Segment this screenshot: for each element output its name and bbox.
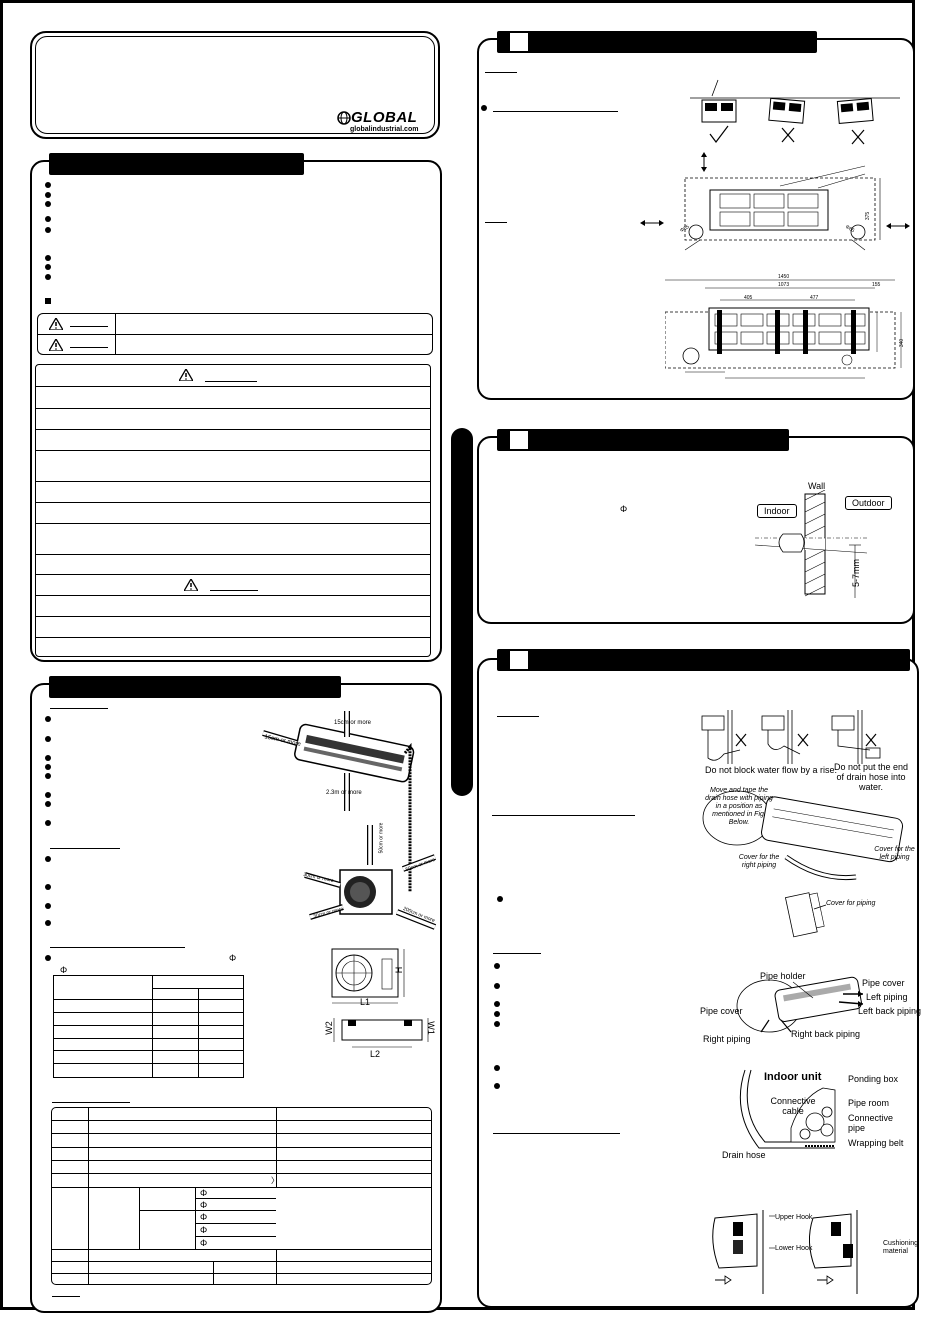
plate-dim-155: 155 [872, 282, 881, 288]
hook-diagram [712, 1210, 858, 1294]
mounting-plate-diagram-2 [665, 279, 902, 379]
phi-row-1: Φ [200, 1188, 208, 1198]
indoor-section-diagram [739, 1069, 836, 1149]
drain-tip-no-rise: Do not block water flow by a rise. [705, 765, 838, 775]
phi-row-3: Φ [200, 1212, 208, 1222]
outdoor-label: Outdoor [845, 496, 892, 510]
tape-drain-diagram [702, 790, 904, 938]
ponding-box-label: Ponding box [848, 1074, 899, 1084]
caution-triangle-icon [49, 339, 63, 351]
wall-hole-phi: Φ [620, 504, 628, 514]
outdoor-dim-h: H [393, 966, 404, 974]
logo-url: globalindustrial.com [350, 126, 419, 133]
warning-triangle-icon [49, 318, 63, 330]
outdoor-dim-w1: W1 [425, 1021, 436, 1035]
plate-dim-405: 405 [744, 295, 753, 301]
drain-hose-diagram [701, 710, 881, 764]
plate-dim-1073: 1073 [778, 282, 790, 288]
site-panel [30, 683, 442, 1313]
phi-symbol-a: Φ [60, 965, 68, 975]
plate-dim-375: 375 [865, 211, 872, 221]
wall-label: Wall [808, 481, 826, 491]
mounting-title-bar [497, 31, 817, 53]
outdoor-dims-diagram [331, 948, 429, 1048]
cushioning-label: Cushioning material [883, 1240, 919, 1255]
connective-cable-label: Connective cable [770, 1096, 816, 1116]
outdoor-dim-l1: L1 [360, 997, 371, 1007]
header-panel-inner [35, 36, 435, 134]
right-back-piping-label: Right back piping [791, 1029, 861, 1039]
indoor-install-step-box [508, 649, 530, 671]
drain-hose-label: Drain hose [722, 1150, 766, 1160]
wall-hole-panel [477, 436, 915, 624]
clearance-diagram [262, 711, 437, 930]
phi-row-2: Φ [200, 1200, 208, 1210]
pipe-room-label: Pipe room [848, 1098, 890, 1108]
upper-hook-label: Upper Hook [775, 1214, 813, 1221]
pipe-cover-left-label: Pipe cover [700, 1006, 743, 1016]
outdoor-dims-table [53, 975, 244, 1078]
pipe-cover-top-label: Pipe cover [862, 978, 905, 988]
caution-heading-icon [184, 579, 198, 591]
level-check-diagram [690, 79, 900, 145]
indoor-label: Indoor [757, 504, 797, 518]
safety-panel [30, 160, 442, 662]
cover-right-piping: Cover for the right piping [738, 854, 780, 869]
clearance-top: 15cm or more [334, 720, 372, 726]
angle-mark: 〉 [271, 1176, 279, 1185]
page-frame [0, 0, 915, 1310]
phi-row-4: Φ [200, 1225, 208, 1235]
pipe-holder-label: Pipe holder [760, 971, 806, 981]
wall-hole-title-bar [497, 429, 789, 451]
outdoor-dim-l2: L2 [370, 1049, 381, 1059]
indoor-unit-title: Indoor unit [764, 1071, 822, 1083]
pipe-spec-table [51, 1107, 432, 1285]
globe-icon [337, 111, 351, 125]
wall-hole-diagram [755, 490, 868, 598]
cover-left-piping: Cover for the left piping [874, 846, 915, 861]
safety-title-bar [49, 153, 304, 175]
left-back-piping-label: Left back piping [858, 1006, 922, 1016]
piping-direction-diagram [736, 976, 864, 1033]
site-title-bar [49, 676, 341, 698]
left-piping-label: Left piping [866, 992, 908, 1002]
indoor-install-title-bar [497, 649, 910, 671]
wall-hole-step-box [508, 429, 530, 451]
outdoor-dim-w2: W2 [323, 1021, 334, 1035]
plate-dim-477: 477 [810, 295, 819, 301]
warning-heading-icon [179, 369, 193, 381]
mounting-step-box [508, 31, 530, 53]
mounting-plate-diagram-1 [640, 152, 910, 251]
phi-symbol-b: Φ [229, 953, 237, 963]
center-spine [451, 428, 473, 796]
right-piping-label: Right piping [703, 1034, 751, 1044]
plate-dim-1450: 1450 [778, 274, 790, 280]
drain-tip-no-water: Do not put the end of drain hose into wa… [833, 762, 909, 792]
lower-hook-label: Lower Hook [775, 1245, 813, 1252]
cover-for-piping: Cover for piping [826, 900, 876, 907]
phi-row-5: Φ [200, 1238, 208, 1248]
wrapping-belt-label: Wrapping belt [848, 1138, 904, 1148]
tape-callout: Move and tape the drain hose with piping… [705, 787, 773, 826]
clearance-outdoor-top: 50cm or more [378, 822, 385, 854]
clearance-floor: 2.3m or more [326, 790, 362, 796]
logo-word: GLOBAL [351, 109, 418, 126]
slope-label: 5-7mm [851, 558, 862, 588]
connective-pipe-label: Connective pipe [848, 1113, 894, 1133]
plate-dim-340: 340 [899, 338, 906, 348]
warnings-table [35, 364, 431, 657]
